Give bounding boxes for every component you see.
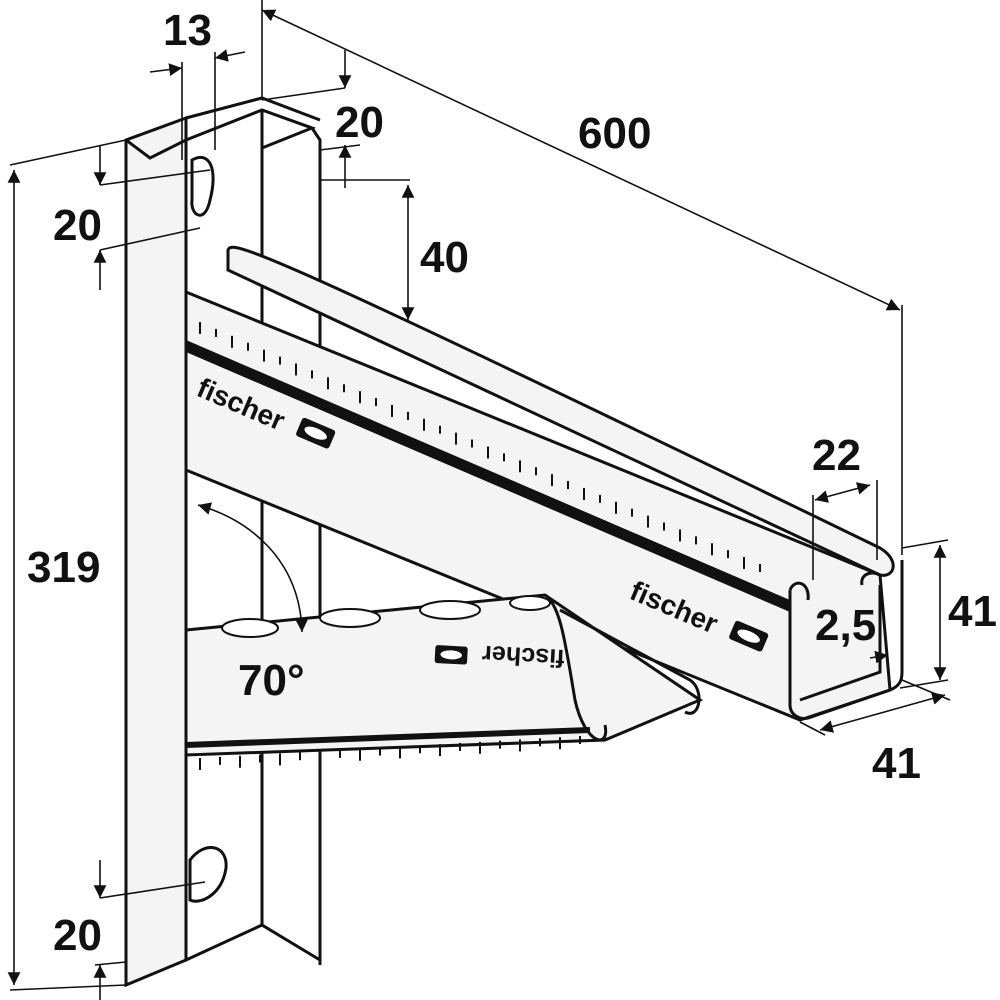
strut [184,593,704,757]
cantilever-arm [184,245,904,722]
dim-319: 319 [27,543,100,592]
logo-strut: fischer [434,640,565,672]
dim-angle: 70° [238,656,305,705]
dim-41-right: 41 [948,587,997,636]
arm-stripe [186,340,790,612]
arm-ticks [199,322,761,572]
logo-strut-text: fischer [481,640,565,672]
dim-20-bottom: 20 [53,911,102,960]
dimension-lines [7,0,951,1000]
dim-41-bottom: 41 [872,739,921,788]
lower-slot [188,846,228,903]
strut-ticks [199,736,581,770]
dim-40: 40 [420,233,469,282]
dim-22: 22 [812,431,861,480]
dim-13: 13 [163,6,212,55]
upper-slot [190,156,215,217]
dim-600: 600 [578,109,651,158]
dim-20-top: 20 [335,98,384,147]
dim-20-upper: 20 [53,201,102,250]
dim-2-5: 2,5 [815,601,876,650]
